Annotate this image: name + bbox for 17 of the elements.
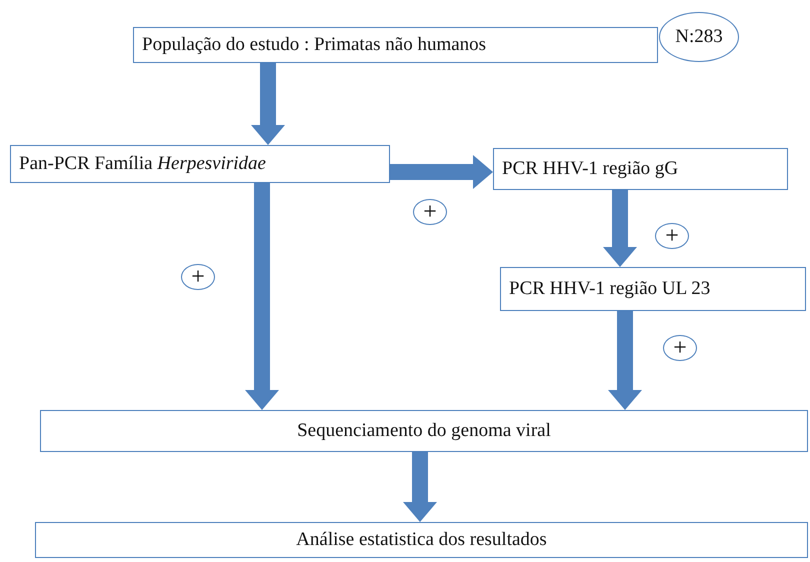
edge-label: + <box>655 223 689 249</box>
block-arrow <box>245 183 279 410</box>
edge-label: + <box>663 335 697 361</box>
edge-label: + <box>181 264 215 290</box>
block-arrow <box>603 190 637 267</box>
edge-label: + <box>413 199 447 225</box>
block-arrow <box>390 155 493 189</box>
process-box: Pan-PCR Família Herpesviridae <box>10 145 390 183</box>
process-box: Análise estatistica dos resultados <box>35 522 808 558</box>
count-ellipse: N:283 <box>659 12 739 62</box>
block-arrow <box>251 63 285 145</box>
process-box: PCR HHV-1 região gG <box>493 148 788 190</box>
block-arrow <box>403 452 437 522</box>
process-box: PCR HHV-1 região UL 23 <box>500 267 806 311</box>
block-arrow <box>608 311 642 410</box>
process-box: Sequenciamento do genoma viral <box>40 410 808 452</box>
process-box: População do estudo : Primatas não humanos <box>133 27 658 63</box>
